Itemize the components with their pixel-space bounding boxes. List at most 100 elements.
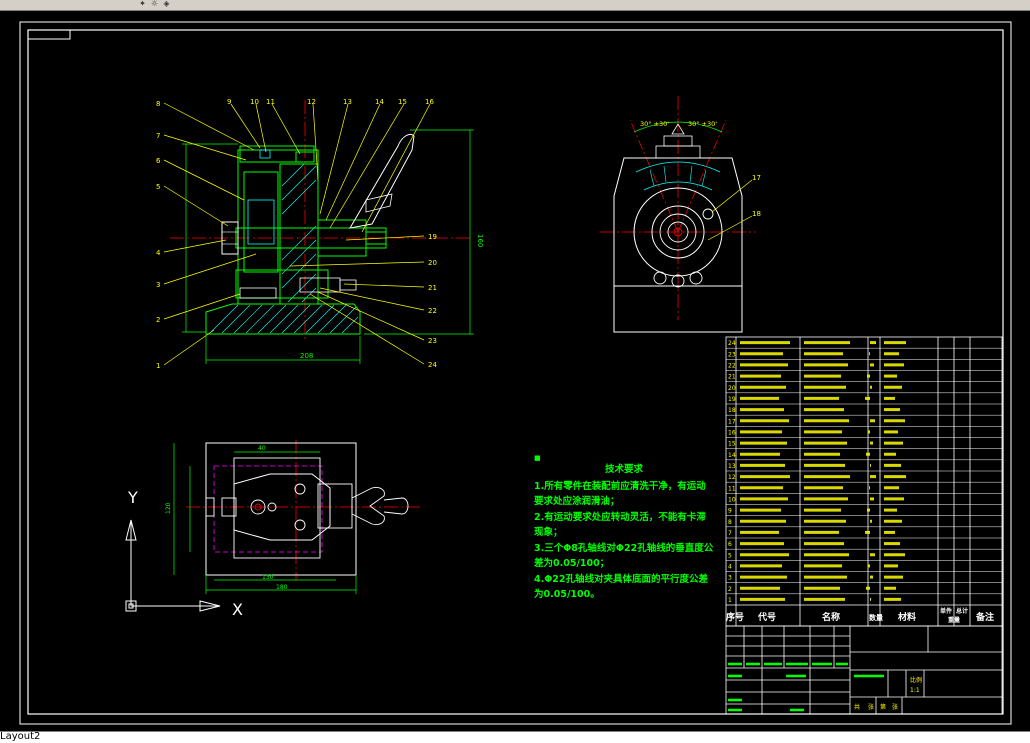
title-block bbox=[725, 625, 1003, 715]
bom-header-remark: 备注 bbox=[975, 611, 994, 623]
balloon-14: 14 bbox=[375, 98, 384, 106]
bom-row-number: 14 bbox=[728, 452, 736, 459]
bom-row-number: 11 bbox=[728, 485, 736, 492]
layer-icon[interactable]: ◈ bbox=[163, 0, 170, 8]
bom-row-number: 7 bbox=[728, 530, 732, 537]
balloon-21: 21 bbox=[428, 284, 437, 292]
layout-tab-layout2[interactable]: Layout2 bbox=[0, 731, 41, 742]
title-block-marks bbox=[728, 662, 884, 712]
angle-left-dimension: 30° ±30' bbox=[640, 120, 669, 128]
balloon-3: 3 bbox=[156, 281, 160, 289]
bom-row-number: 17 bbox=[728, 418, 736, 425]
balloon-18: 18 bbox=[752, 210, 761, 218]
balloon-20: 20 bbox=[428, 259, 437, 267]
lightbulb-icon[interactable]: ✦ bbox=[139, 0, 146, 8]
bom-row-number: 15 bbox=[728, 441, 736, 448]
bom-row-number: 20 bbox=[728, 385, 736, 392]
bom-row-number: 1 bbox=[728, 597, 732, 604]
bom-row-number: 5 bbox=[728, 552, 732, 559]
bom-row-number: 24 bbox=[728, 340, 736, 347]
bom-row-number: 13 bbox=[728, 463, 736, 470]
front-section-view: 208 160 8 bbox=[156, 98, 484, 370]
drawing-canvas[interactable]: 208 160 8 bbox=[0, 11, 1030, 730]
technical-requirements: ■ 技术要求 1.所有零件在装配前应清洗干净，有运动要求处应涂润滑油； 2.有运… bbox=[534, 454, 714, 603]
balloon-4: 4 bbox=[156, 249, 161, 257]
bom-row-number: 2 bbox=[728, 586, 732, 593]
bom-row-number: 3 bbox=[728, 575, 732, 582]
layout-tab-bar: Layout2 bbox=[0, 731, 1030, 743]
side-view: 30° ±30' 30° ±30' 17 18 bbox=[600, 96, 761, 333]
balloon-6: 6 bbox=[156, 157, 161, 165]
requirement-line-2: 2.有运动要求处应转动灵活，不能有卡滞现象； bbox=[534, 511, 706, 539]
bom-header-code: 代号 bbox=[757, 611, 776, 623]
requirement-line-3: 3.三个Φ8孔轴线对Φ22孔轴线的垂直度公差为0.05/100； bbox=[534, 542, 714, 570]
bom-row-number: 19 bbox=[728, 396, 736, 403]
note-marker: ■ bbox=[534, 454, 541, 462]
balloon-10: 10 bbox=[250, 98, 259, 106]
bom-row-number: 21 bbox=[728, 374, 736, 381]
bom-row-number: 16 bbox=[728, 430, 736, 437]
sheet-outer-frame bbox=[19, 21, 1012, 725]
bom-row-number: 10 bbox=[728, 497, 736, 504]
bom-row-lines bbox=[726, 347, 1002, 595]
bom-row-number: 4 bbox=[728, 564, 732, 571]
bom-header-weight: 重量 bbox=[948, 616, 960, 624]
balloon-16: 16 bbox=[425, 98, 434, 106]
bom-header-qty: 数量 bbox=[869, 613, 883, 622]
ucs-x-label: X bbox=[232, 600, 243, 619]
bom-row-number: 6 bbox=[728, 541, 732, 548]
ucs-y-label: Y bbox=[127, 488, 138, 507]
angle-right-dimension: 30° ±30' bbox=[688, 120, 717, 128]
bom-row-number: 18 bbox=[728, 407, 736, 414]
requirement-line-4: 4.Φ22孔轴线对夹具体底面的平行度公差为0.05/100。 bbox=[534, 573, 709, 601]
balloon-13: 13 bbox=[343, 98, 352, 106]
bom-row-number: 12 bbox=[728, 474, 736, 481]
balloon-1: 1 bbox=[156, 362, 160, 370]
plan-view: 40 120 130 180 bbox=[165, 440, 420, 594]
requirement-line-1: 1.所有零件在装配前应清洗干净，有运动要求处应涂润滑油； bbox=[534, 480, 706, 508]
front-height-dimension: 160 bbox=[476, 234, 484, 247]
bom-row-marks bbox=[740, 341, 906, 601]
sheet-total-label: 共 bbox=[854, 703, 860, 711]
technical-requirements-title: 技术要求 bbox=[604, 464, 643, 475]
balloon-2: 2 bbox=[156, 316, 160, 324]
plan-inner-width-dimension: 130 bbox=[262, 574, 274, 581]
balloon-8: 8 bbox=[156, 100, 160, 108]
application-toolbar: ✦ ☼ ◈ bbox=[0, 0, 1030, 11]
plan-top-dimension: 40 bbox=[258, 445, 266, 452]
bom-row-number: 8 bbox=[728, 519, 732, 526]
bom-row-number: 23 bbox=[728, 351, 736, 358]
sheet-number-unit: 张 bbox=[892, 703, 898, 711]
plan-left-dimension: 120 bbox=[165, 502, 172, 514]
balloon-15: 15 bbox=[398, 98, 407, 106]
bom-header-material: 材料 bbox=[897, 611, 916, 623]
balloon-17: 17 bbox=[752, 174, 761, 182]
balloon-22: 22 bbox=[428, 307, 437, 315]
ucs-icon bbox=[125, 519, 221, 612]
balloon-7: 7 bbox=[156, 132, 160, 140]
balloon-23: 23 bbox=[428, 337, 437, 345]
bom-row-number: 22 bbox=[728, 363, 736, 370]
bom-row-number: 9 bbox=[728, 508, 732, 515]
sheet-number-label: 第 bbox=[880, 703, 886, 711]
balloon-11: 11 bbox=[266, 98, 275, 106]
balloon-24: 24 bbox=[428, 361, 437, 369]
sheet-inner-frame bbox=[27, 29, 1004, 715]
scale-label: 比例 bbox=[910, 676, 922, 684]
balloon-9: 9 bbox=[227, 98, 231, 106]
sun-icon[interactable]: ☼ bbox=[150, 0, 159, 8]
bom-header-unit-weight: 单件 bbox=[940, 607, 952, 615]
bom-header-name: 名称 bbox=[822, 611, 840, 623]
front-width-dimension: 208 bbox=[300, 352, 313, 360]
bom-header-seq: 序号 bbox=[726, 611, 744, 623]
sheet-total-unit: 张 bbox=[868, 703, 874, 711]
balloon-5: 5 bbox=[156, 183, 160, 191]
sheet-label-box bbox=[27, 29, 71, 40]
bom-header-total-weight: 总计 bbox=[956, 607, 968, 615]
plan-outer-width-dimension: 180 bbox=[276, 584, 288, 591]
scale-value: 1:1 bbox=[910, 687, 920, 694]
cad-drawing: 208 160 8 bbox=[19, 21, 1012, 725]
balloon-19: 19 bbox=[428, 233, 437, 241]
balloon-12: 12 bbox=[307, 98, 316, 106]
